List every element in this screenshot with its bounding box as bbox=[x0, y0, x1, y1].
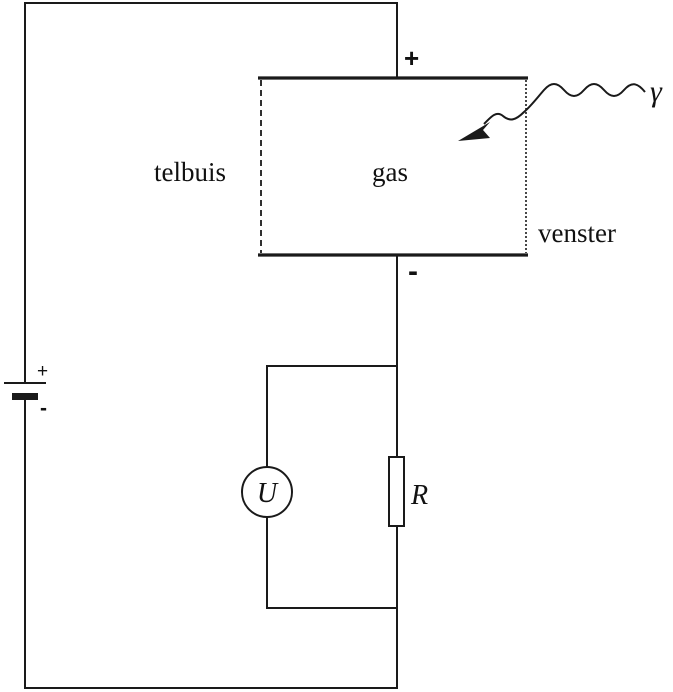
telbuis-label: telbuis bbox=[154, 157, 226, 187]
gas-label: gas bbox=[372, 157, 408, 187]
resistor-label: R bbox=[410, 480, 428, 511]
tube-plus-sign: + bbox=[404, 43, 419, 73]
gamma-arrowhead bbox=[458, 122, 490, 141]
venster-label: venster bbox=[538, 218, 616, 248]
voltmeter-branch-wire bbox=[266, 365, 397, 609]
tube-minus-sign: - bbox=[408, 255, 418, 288]
battery-short-plate bbox=[12, 393, 38, 400]
gamma-ray bbox=[458, 83, 646, 141]
battery-minus-sign: - bbox=[40, 397, 47, 420]
outer-loop-wire bbox=[24, 2, 398, 689]
battery-plus-sign: + bbox=[37, 361, 48, 382]
resistor-body bbox=[388, 456, 405, 527]
gamma-label: γ bbox=[650, 75, 663, 108]
gamma-wave bbox=[483, 83, 646, 125]
voltmeter-circle bbox=[241, 466, 293, 518]
voltmeter-label: U bbox=[257, 478, 279, 509]
circuit-wires bbox=[24, 2, 398, 689]
battery bbox=[4, 382, 46, 400]
